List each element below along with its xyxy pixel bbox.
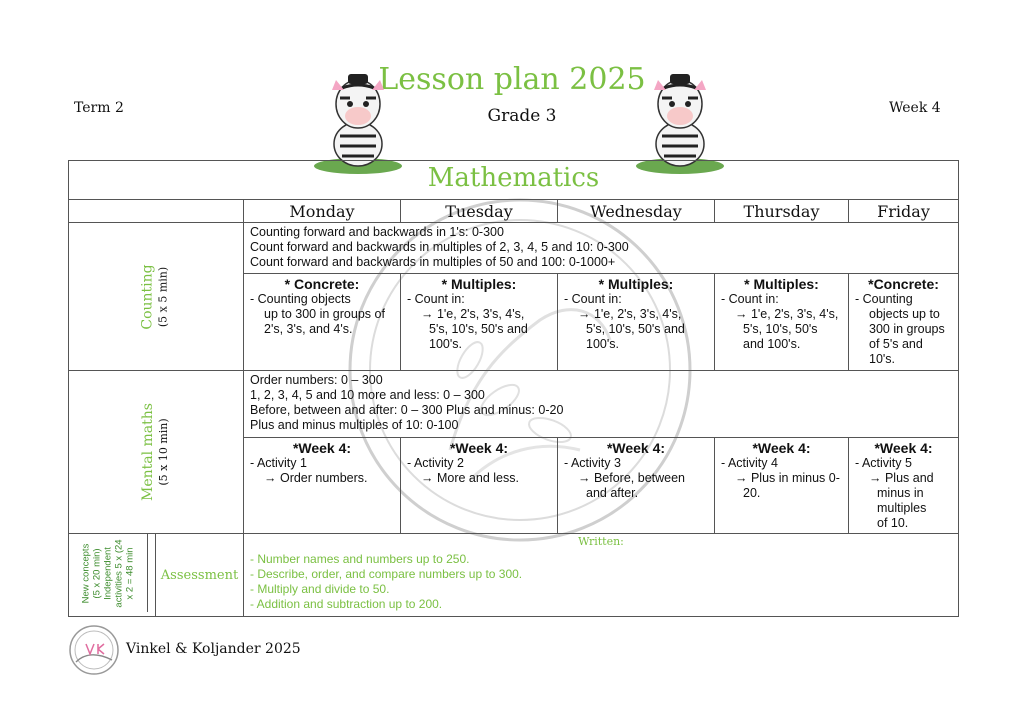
mental-monday: *Week 4: - Activity 1 → Order numbers. — [243, 437, 401, 534]
day-thursday: Thursday — [714, 199, 849, 223]
subject-row: Mathematics — [67, 160, 960, 200]
day-friday: Friday — [847, 199, 960, 223]
mental-label-cell: Mental maths (5 x 10 min) — [68, 370, 244, 534]
written-label: Written: — [578, 535, 624, 548]
subject-cell: Mathematics — [67, 160, 960, 200]
week-label: Week 4 — [889, 100, 941, 116]
counting-tuesday: * Multiples: - Count in: → 1'e, 2's, 3's… — [400, 273, 558, 371]
mental-overview: Order numbers: 0 – 300 1, 2, 3, 4, 5 and… — [242, 370, 960, 438]
mental-label: Mental maths (5 x 10 min) — [140, 403, 170, 501]
assessment-side-text: New concepts (5 x 20 min) Independent ac… — [80, 538, 136, 608]
counting-label: Counting (5 x 5 min) — [139, 263, 170, 330]
mental-days-row: *Week 4: - Activity 1 → Order numbers. *… — [69, 437, 960, 534]
counting-overview: Counting forward and backwards in 1's: 0… — [242, 222, 960, 274]
day-monday: Monday — [243, 199, 401, 223]
subject-title: Mathematics — [427, 162, 600, 193]
assessment-label: Assessment — [155, 533, 244, 617]
counting-overview-row: Counting (5 x 5 min) Counting forward an… — [68, 222, 960, 371]
counting-friday: *Concrete: - Counting objects up to 300 … — [847, 273, 960, 371]
mental-overview-row: Mental maths (5 x 10 min) Order numbers:… — [68, 370, 960, 534]
assessment-side-cell: New concepts (5 x 20 min) Independent ac… — [68, 533, 156, 617]
counting-wednesday: * Multiples: - Count in: → 1'e, 2's, 3's… — [557, 273, 715, 371]
days-row: Monday Tuesday Wednesday Thursday Friday — [68, 199, 960, 223]
mental-thursday: *Week 4: - Activity 4 → Plus in minus 0-… — [714, 437, 849, 534]
counting-monday: * Concrete: - Counting objects up to 300… — [243, 273, 401, 371]
counting-thursday: * Multiples: - Count in: → 1'e, 2's, 3's… — [714, 273, 849, 371]
term-label: Term 2 — [74, 100, 124, 116]
grade-label: Grade 3 — [487, 106, 557, 126]
footer-brand: Vinkel & Koljander 2025 — [126, 641, 301, 657]
counting-label-cell: Counting (5 x 5 min) — [68, 222, 244, 371]
counting-days-row: * Concrete: - Counting objects up to 300… — [69, 273, 960, 371]
mental-wednesday: *Week 4: - Activity 3 → Before, between … — [557, 437, 715, 534]
brand-logo-icon — [69, 625, 119, 675]
day-wednesday: Wednesday — [557, 199, 715, 223]
page-title: Lesson plan 2025 — [378, 62, 646, 97]
empty-cell — [68, 199, 244, 223]
assessment-row: New concepts (5 x 20 min) Independent ac… — [68, 533, 960, 617]
assessment-list: Written: - Number names and numbers up t… — [242, 533, 960, 617]
mental-tuesday: *Week 4: - Activity 2 → More and less. — [400, 437, 558, 534]
lesson-plan-table: Mathematics Monday Tuesday Wednesday Thu… — [67, 160, 960, 617]
day-tuesday: Tuesday — [400, 199, 558, 223]
mental-friday: *Week 4: - Activity 5 → Plus and minus i… — [847, 437, 960, 534]
